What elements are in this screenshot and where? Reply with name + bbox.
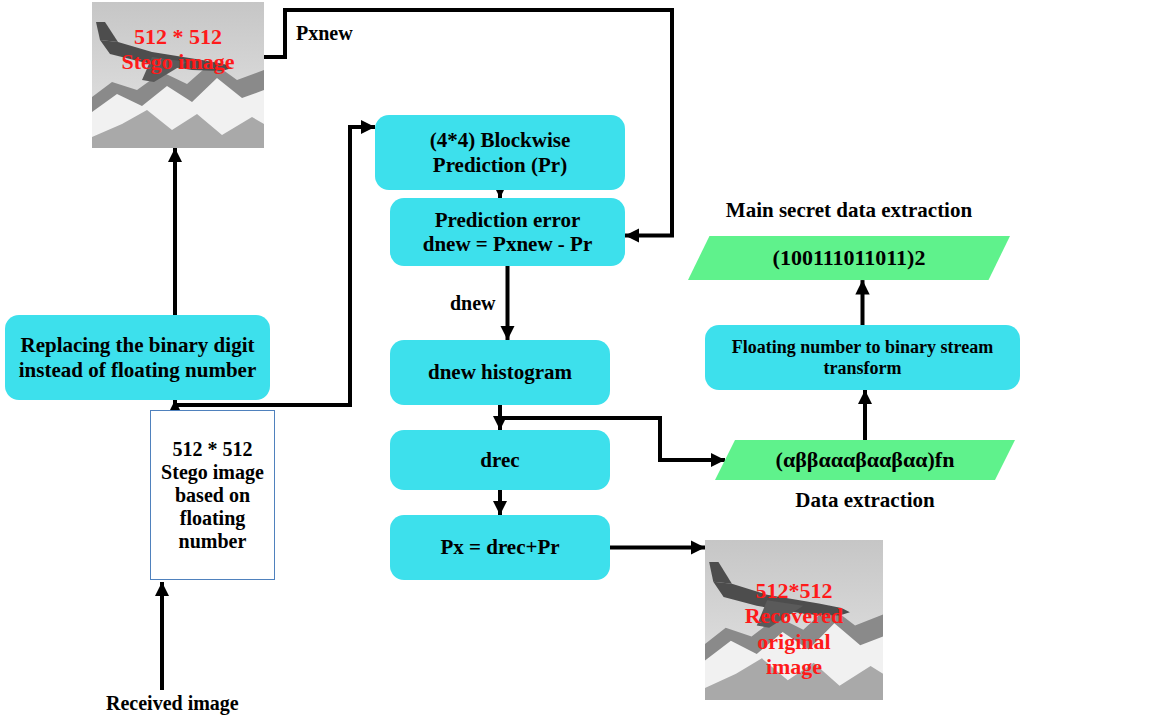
- heading-text: Main secret data extraction: [726, 198, 972, 222]
- connector-arrow: [863, 390, 867, 440]
- sky: [92, 2, 264, 148]
- mountain: [92, 110, 264, 148]
- box-text: dnew histogram: [428, 360, 572, 384]
- photo-node: 512*512 Recovered original image: [705, 540, 883, 700]
- connector-arrow: [861, 280, 865, 325]
- snow: [92, 78, 264, 148]
- box-text: dnew = Pxnew - Pr: [423, 232, 592, 256]
- process-box: drec: [390, 430, 610, 490]
- data-text: (αββαααβααβαα)fn: [776, 447, 955, 472]
- airplane-tail: [96, 22, 118, 42]
- process-box: Replacing the binary digit instead of fl…: [5, 315, 270, 400]
- edge-label: dnew: [448, 292, 498, 315]
- stego-photo: [92, 2, 264, 148]
- image-caption: 512*512 Recovered original image: [738, 578, 850, 679]
- process-box: Px = drec+Pr: [390, 515, 610, 580]
- input-label: Received image: [104, 692, 241, 715]
- sky: [705, 540, 883, 700]
- process-box: dnew histogram: [390, 340, 610, 405]
- parallelogram-fill: [715, 440, 1015, 480]
- data-text: (100111011011)2: [773, 245, 926, 270]
- box-text: Prediction error: [435, 208, 581, 232]
- edge-label: Pxnew: [294, 22, 355, 45]
- process-box: Floating number to binary stream transfo…: [705, 325, 1020, 390]
- connector-arrow: [173, 148, 177, 315]
- mountain: [92, 62, 264, 148]
- connector-arrow: [610, 546, 705, 550]
- parallelogram-fill: [688, 236, 1010, 280]
- input-arrow-line: [160, 582, 164, 690]
- box-text: (4*4) Blockwise Prediction (Pr): [385, 128, 615, 176]
- box-text: Replacing the binary digit instead of fl…: [15, 333, 260, 381]
- image-caption: 512 * 512 Stego image: [116, 24, 241, 75]
- connector-arrow: [498, 490, 502, 515]
- photo-node: 512 * 512 Stego image: [92, 2, 264, 148]
- data-parallelogram: Main secret data extraction (100111011011…: [688, 198, 1010, 280]
- process-box: (4*4) Blockwise Prediction (Pr): [375, 115, 625, 190]
- data-parallelogram: (αββαααβααβαα)fnData extraction: [715, 440, 1015, 512]
- airplane-tail: [709, 562, 732, 584]
- box-text: Floating number to binary stream transfo…: [715, 337, 1010, 378]
- process-box: Prediction errordnew = Pxnew - Pr: [390, 198, 625, 266]
- heading-text: Data extraction: [795, 488, 934, 512]
- parallelogram-shape: (100111011011)2: [688, 236, 1010, 280]
- box-text: 512 * 512 Stego image based on floating …: [156, 438, 269, 553]
- parallelogram-shape: (αββαααβααβαα)fn: [715, 440, 1015, 480]
- box-text: Px = drec+Pr: [440, 535, 559, 559]
- box-text: drec: [480, 448, 519, 472]
- connector-arrow: [498, 190, 502, 198]
- input-box: 512 * 512 Stego image based on floating …: [150, 410, 275, 580]
- connector-arrow: [506, 266, 510, 340]
